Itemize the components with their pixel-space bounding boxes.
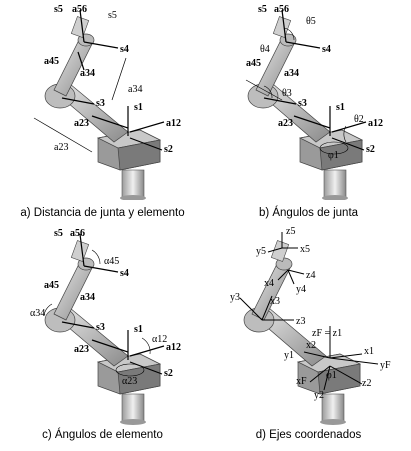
- label-s5-c: s5: [54, 228, 63, 239]
- label-a45-a: a45: [44, 56, 59, 67]
- label-s1-c: s1: [134, 324, 143, 335]
- panel-caption-c: c) Ángulos de elemento: [42, 429, 163, 441]
- label-s1-a: s1: [134, 102, 143, 113]
- label-y1-d: y1: [284, 350, 294, 361]
- label-a12-b: a12: [368, 118, 383, 129]
- label-xF-d: xF: [296, 376, 307, 387]
- label-theta2-b: θ2: [354, 114, 364, 125]
- label-a23-c: a23: [74, 344, 89, 355]
- robot-arm-body: [44, 16, 162, 200]
- label-a34-a: a34: [80, 68, 95, 79]
- label-s5-b: s5: [258, 4, 267, 15]
- robot-arm-diagram-b: s5 a56 θ5 θ4 s4 a45 a34 θ3 s3 s1 θ2 a23 …: [245, 4, 383, 200]
- label-y2-d: y2: [314, 390, 324, 401]
- label-theta5-b: θ5: [306, 16, 316, 27]
- label-s3-c: s3: [96, 322, 105, 333]
- label-a45-c: a45: [44, 280, 59, 291]
- label-alpha34-c: α34: [30, 308, 45, 319]
- label-theta4-b: θ4: [260, 44, 270, 55]
- robot-arm-body: [247, 16, 364, 200]
- robot-arm-diagram-a: s5 a56 s5 s4 a45 a34 a34 s3 s1 a23 a12 s…: [33, 4, 181, 200]
- label-s1-b: s1: [336, 102, 345, 113]
- label-a56-c: a56: [70, 228, 85, 239]
- label-s2-a: s2: [164, 144, 173, 155]
- panel-caption-b: b) Ángulos de junta: [258, 207, 359, 219]
- label-s2-c: s2: [164, 368, 173, 379]
- label-a23-a: a23: [74, 118, 89, 129]
- label-a56-a: a56: [72, 4, 87, 15]
- robot-arm-body: [243, 240, 362, 425]
- label-s4-a: s4: [120, 44, 129, 55]
- label-a12-c: a12: [166, 342, 181, 353]
- label-z2-d: z2: [362, 378, 371, 389]
- axis-vectors: [33, 9, 165, 153]
- axis-vectors: [43, 233, 165, 377]
- label-a56-b: a56: [274, 4, 289, 15]
- label-s3-a: s3: [96, 98, 105, 109]
- label-a23-b: a23: [278, 118, 293, 129]
- panel-coordinate-axes: z5 y5 x5 z4 x4 y4 y3 x3 z3 zF = z1 x2 y1…: [206, 226, 411, 451]
- panel-joint-angles: s5 a56 θ5 θ4 s4 a45 a34 θ3 s3 s1 θ2 a23 …: [206, 0, 411, 225]
- label-a45-b: a45: [246, 58, 261, 69]
- panel-joint-link-distances: s5 a56 s5 s4 a45 a34 a34 s3 s1 a23 a12 s…: [0, 0, 205, 225]
- label-alpha45-c: α45: [104, 256, 119, 267]
- label-s4-c: s4: [120, 268, 129, 279]
- label-a34-distance-a: a34: [128, 84, 142, 95]
- label-a12-a: a12: [166, 118, 181, 129]
- label-z3-d: z3: [296, 316, 305, 327]
- label-phi1-b: φ1: [328, 150, 339, 161]
- axis-vectors: [245, 9, 367, 155]
- label-x4-d: x4: [264, 278, 274, 289]
- label-x5-d: x5: [300, 244, 310, 255]
- label-y5-d: y5: [256, 246, 266, 257]
- robot-arm-diagram-c: s5 a56 α45 s4 a45 a34 α34 s3 s1 α12 a23 …: [30, 228, 181, 425]
- label-alpha12-c: α12: [152, 334, 167, 345]
- label-s2-b: s2: [366, 144, 375, 155]
- label-x1-d: x1: [364, 346, 374, 357]
- label-alpha23-c: α23: [122, 376, 137, 387]
- panel-caption-d: d) Ejes coordenados: [255, 429, 362, 441]
- label-phi1-d: φ1: [326, 370, 337, 381]
- robot-arm-body: [44, 240, 162, 425]
- label-x3-d: x3: [270, 296, 280, 307]
- label-a34-b: a34: [284, 68, 299, 79]
- label-a34-c: a34: [80, 292, 95, 303]
- label-s5-a: s5: [54, 4, 63, 15]
- label-s3-b: s3: [298, 98, 307, 109]
- label-y3-d: y3: [230, 292, 240, 303]
- panel-caption-a: a) Distancia de junta y elemento: [20, 207, 185, 219]
- label-theta3-b: θ3: [282, 88, 292, 99]
- label-y4-d: y4: [296, 284, 306, 295]
- label-x2-d: x2: [306, 340, 316, 351]
- coordinate-frame-vectors: [239, 232, 379, 391]
- label-z5-d: z5: [286, 226, 295, 237]
- label-z4-d: z4: [306, 270, 315, 281]
- label-yF-d: yF: [380, 360, 391, 371]
- label-a23-distance-a: a23: [54, 142, 68, 153]
- label-zF-equals-z1-d: zF = z1: [312, 328, 342, 339]
- label-s5-distance-a: s5: [108, 10, 117, 21]
- panel-link-angles: s5 a56 α45 s4 a45 a34 α34 s3 s1 α12 a23 …: [0, 226, 205, 451]
- label-s4-b: s4: [322, 44, 331, 55]
- robot-arm-diagram-d: z5 y5 x5 z4 x4 y4 y3 x3 z3 zF = z1 x2 y1…: [230, 226, 391, 425]
